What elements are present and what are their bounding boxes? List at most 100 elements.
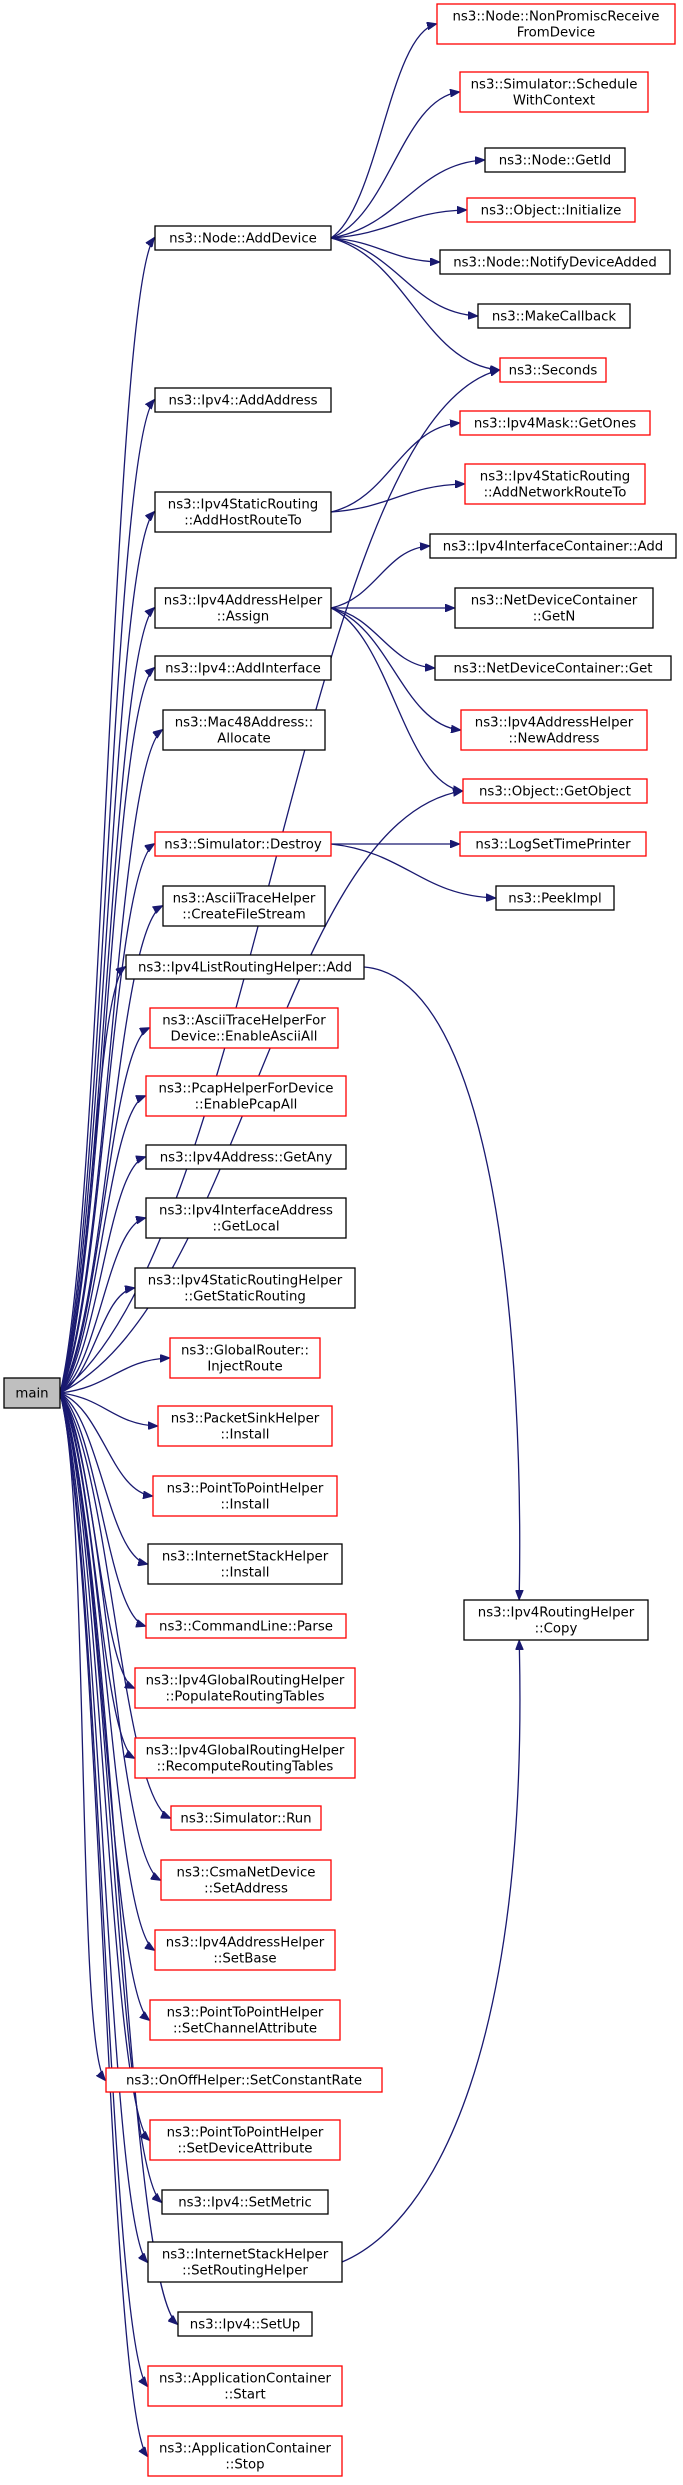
node-node-adddevice[interactable]: ns3::Node::AddDevice	[154, 225, 332, 251]
node-ipv4globalroutinghelper-populateroutingtables[interactable]: ns3::Ipv4GlobalRoutingHelper::PopulateRo…	[134, 1667, 356, 1709]
node-main[interactable]: main	[3, 1377, 61, 1409]
node-commandline-parse[interactable]: ns3::CommandLine::Parse	[145, 1613, 347, 1639]
node-label: ns3::PointToPointHelper	[167, 1482, 324, 1497]
node-label: main	[15, 1387, 48, 1402]
node-box	[170, 1805, 322, 1831]
node-ipv4interfacecontainer-add[interactable]: ns3::Ipv4InterfaceContainer::Add	[429, 533, 677, 559]
node-pointtopointhelper-install[interactable]: ns3::PointToPointHelper::Install	[152, 1475, 338, 1517]
edge-main-to-getObject	[59, 791, 462, 1394]
node-mac48address-allocate[interactable]: ns3::Mac48Address::Allocate	[162, 709, 326, 751]
node-ipv4listroutinghelper-add[interactable]: ns3::Ipv4ListRoutingHelper::Add	[125, 954, 365, 980]
edge-line	[59, 1392, 160, 1880]
node-netdevicecontainer-get[interactable]: ns3::NetDeviceContainer::Get	[434, 655, 672, 681]
node-globalrouter-injectroute[interactable]: ns3::GlobalRouter::InjectRoute	[169, 1337, 321, 1379]
node-label: ns3::NetDeviceContainer::Get	[454, 662, 653, 677]
edge-main-to-getStatic	[59, 1288, 134, 1394]
node-packetsinkhelper-install[interactable]: ns3::PacketSinkHelper::Install	[157, 1405, 333, 1447]
node-ipv4staticrouting-addhostrouteto[interactable]: ns3::Ipv4StaticRouting::AddHostRouteTo	[154, 491, 332, 533]
node-ipv4globalroutinghelper-recomputeroutingtables[interactable]: ns3::Ipv4GlobalRoutingHelper::RecomputeR…	[134, 1737, 356, 1779]
node-label: ns3::GlobalRouter::	[181, 1344, 309, 1359]
node-label: ns3::Ipv4GlobalRoutingHelper	[146, 1674, 345, 1689]
node-pointtopointhelper-setdeviceattribute[interactable]: ns3::PointToPointHelper::SetDeviceAttrib…	[149, 2119, 341, 2161]
edge-line	[59, 400, 154, 1394]
node-csmanetdevice-setaddress[interactable]: ns3::CsmaNetDevice::SetAddress	[160, 1859, 332, 1901]
node-logsettimeprinter[interactable]: ns3::LogSetTimePrinter	[459, 831, 647, 857]
node-box	[463, 1599, 649, 1641]
node-asciitracehelperfordevice-enableasciiall[interactable]: ns3::AsciiTraceHelperForDevice::EnableAs…	[149, 1007, 339, 1049]
edge-line	[330, 24, 436, 239]
node-label: ns3::MakeCallback	[492, 310, 617, 325]
node-applicationcontainer-stop[interactable]: ns3::ApplicationContainer::Stop	[147, 2435, 343, 2477]
node-box	[434, 655, 672, 681]
node-applicationcontainer-start[interactable]: ns3::ApplicationContainer::Start	[147, 2365, 343, 2407]
node-object-initialize[interactable]: ns3::Object::Initialize	[466, 197, 636, 223]
node-label: Allocate	[217, 732, 270, 747]
edge-addDevice-to-getId	[330, 160, 484, 239]
node-peekimpl[interactable]: ns3::PeekImpl	[495, 885, 615, 911]
node-ipv4interfaceaddress-getlocal[interactable]: ns3::Ipv4InterfaceAddress::GetLocal	[145, 1197, 347, 1239]
node-node-notifydeviceadded[interactable]: ns3::Node::NotifyDeviceAdded	[439, 249, 671, 275]
node-label: ns3::Ipv4RoutingHelper	[478, 1606, 635, 1621]
node-box	[149, 1007, 339, 1049]
edge-setRouting-to-routingCopy	[341, 1641, 520, 2263]
node-label: ns3::AsciiTraceHelperFor	[162, 1014, 326, 1029]
edge-line	[330, 607, 460, 730]
edge-assign-to-ifcAdd	[330, 546, 429, 609]
node-label: ns3::Node::NonPromiscReceive	[453, 10, 660, 25]
node-label: ns3::Ipv4Mask::GetOnes	[474, 417, 636, 432]
edge-line	[341, 1641, 520, 2263]
edge-main-to-enablePcap	[59, 1096, 145, 1394]
node-label: ::GetLocal	[212, 1220, 279, 1235]
node-label: ns3::PacketSinkHelper	[171, 1412, 320, 1427]
edge-listAdd-to-routingCopy	[363, 966, 520, 1599]
node-internetstackhelper-setroutinghelper[interactable]: ns3::InternetStackHelper::SetRoutingHelp…	[147, 2241, 343, 2283]
node-ipv4-addaddress[interactable]: ns3::Ipv4::AddAddress	[154, 387, 332, 413]
edge-line	[59, 1288, 134, 1394]
edge-line	[59, 1358, 169, 1394]
node-seconds[interactable]: ns3::Seconds	[499, 357, 607, 383]
edge-line	[330, 546, 429, 609]
node-pointtopointhelper-setchannelattribute[interactable]: ns3::PointToPointHelper::SetChannelAttri…	[149, 1999, 341, 2041]
node-simulator-destroy[interactable]: ns3::Simulator::Destroy	[154, 831, 332, 857]
function-nodes: main ns3::Node::AddDevice ns3::Node::NonPr…	[3, 3, 677, 2477]
node-ipv4staticroutinghelper-getstaticrouting[interactable]: ns3::Ipv4StaticRoutingHelper::GetStaticR…	[134, 1267, 356, 1309]
node-makecallback[interactable]: ns3::MakeCallback	[477, 303, 631, 329]
edge-line	[330, 237, 477, 316]
node-ipv4mask-getones[interactable]: ns3::Ipv4Mask::GetOnes	[459, 410, 651, 436]
node-box	[147, 2241, 343, 2283]
node-ipv4address-getany[interactable]: ns3::Ipv4Address::GetAny	[145, 1144, 347, 1170]
edge-main-to-setBase	[59, 1392, 154, 1950]
node-ipv4-setmetric[interactable]: ns3::Ipv4::SetMetric	[161, 2189, 329, 2215]
node-onoffhelper-setconstantrate[interactable]: ns3::OnOffHelper::SetConstantRate	[105, 2067, 383, 2093]
node-internetstackhelper-install[interactable]: ns3::InternetStackHelper::Install	[147, 1543, 343, 1585]
node-label: ns3::Simulator::Run	[180, 1812, 311, 1827]
node-netdevicecontainer-getn[interactable]: ns3::NetDeviceContainer::GetN	[454, 587, 654, 629]
node-ipv4addresshelper-setbase[interactable]: ns3::Ipv4AddressHelper::SetBase	[154, 1929, 336, 1971]
node-ipv4-setup[interactable]: ns3::Ipv4::SetUp	[177, 2311, 313, 2337]
edge-line	[59, 730, 162, 1394]
node-asciitracehelper-createfilestream[interactable]: ns3::AsciiTraceHelper::CreateFileStream	[162, 885, 326, 927]
node-ipv4addresshelper-assign[interactable]: ns3::Ipv4AddressHelper::Assign	[154, 587, 332, 629]
node-box	[152, 1475, 338, 1517]
node-box	[499, 357, 607, 383]
node-label: ns3::Node::GetId	[499, 154, 612, 169]
node-ipv4addresshelper-newaddress[interactable]: ns3::Ipv4AddressHelper::NewAddress	[460, 709, 648, 751]
edge-main-to-sinkInstall	[59, 1392, 157, 1426]
node-label: ::SetChannelAttribute	[173, 2022, 317, 2037]
node-simulator-run[interactable]: ns3::Simulator::Run	[170, 1805, 322, 1831]
node-label: ns3::Ipv4AddressHelper	[164, 594, 323, 609]
node-ipv4staticrouting-addnetworkrouteto[interactable]: ns3::Ipv4StaticRouting::AddNetworkRouteT…	[464, 463, 646, 505]
node-object-getobject[interactable]: ns3::Object::GetObject	[462, 778, 648, 804]
node-ipv4-addinterface[interactable]: ns3::Ipv4::AddInterface	[154, 655, 332, 681]
node-node-getid[interactable]: ns3::Node::GetId	[484, 147, 626, 173]
node-box	[145, 1075, 347, 1117]
node-ipv4routinghelper-copy[interactable]: ns3::Ipv4RoutingHelper::Copy	[463, 1599, 649, 1641]
edge-line	[330, 607, 462, 791]
node-label: ns3::Ipv4AddressHelper	[475, 716, 634, 731]
edge-line	[59, 1392, 177, 2324]
node-pcaphelperfordevice-enablepcapall[interactable]: ns3::PcapHelperForDevice::EnablePcapAll	[145, 1075, 347, 1117]
edge-main-to-setRouting	[59, 1392, 147, 2262]
node-box	[145, 1197, 347, 1239]
